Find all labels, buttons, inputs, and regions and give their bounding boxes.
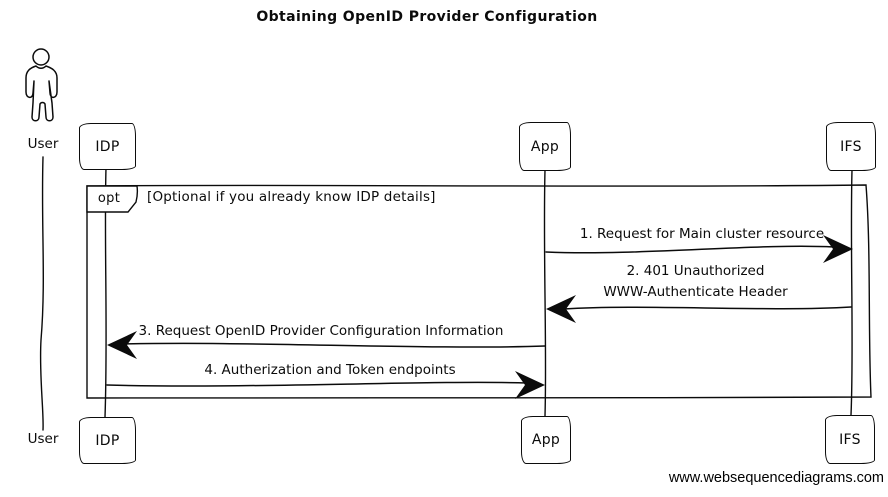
message-3-arrow-line: [123, 342, 546, 348]
participant-app-bottom: App: [521, 416, 571, 464]
message-2-arrowhead: [546, 295, 576, 323]
message-4-arrow-line: [106, 381, 528, 387]
user-actor-body: [25, 65, 58, 122]
page-title: Obtaining OpenID Provider Configuration: [256, 9, 598, 25]
message-2-label: 2. 401 Unauthorized WWW-Authenticate Hea…: [548, 261, 843, 303]
message-3-arrowhead: [107, 331, 137, 359]
lifeline-app: [543, 169, 547, 417]
participant-ifs-top: IFS: [826, 122, 876, 171]
message-2-label-line1: 2. 401 Unauthorized: [626, 263, 765, 279]
message-4-arrowhead: [515, 371, 545, 399]
opt-fragment-tab: [86, 185, 139, 213]
lifeline-user: [39, 156, 45, 431]
participant-ifs-bottom: IFS: [825, 415, 875, 464]
message-1-arrowhead: [823, 235, 853, 263]
lifeline-ifs: [850, 169, 853, 416]
message-3-label: 3. Request OpenID Provider Configuration…: [138, 323, 504, 339]
participant-idp-bottom: IDP: [79, 417, 136, 464]
participant-app-top: App: [519, 122, 571, 171]
participant-ifs-label: IFS: [840, 138, 862, 155]
message-2-label-line2: WWW-Authenticate Header: [603, 284, 788, 300]
participant-idp-label: IDP: [95, 138, 120, 155]
message-4-label: 4. Autherization and Token endpoints: [204, 362, 456, 378]
participant-idp-label: IDP: [95, 432, 120, 449]
participant-ifs-label: IFS: [839, 431, 861, 448]
actor-user-label-bottom: User: [27, 431, 59, 447]
message-1-label: 1. Request for Main cluster resource: [579, 226, 825, 242]
participant-app-label: App: [531, 432, 561, 448]
user-actor-head: [32, 48, 50, 66]
message-1-arrow-line: [545, 245, 835, 254]
watermark: www.websequencediagrams.com: [668, 470, 884, 486]
user-actor-icon: [25, 48, 58, 122]
message-2-arrow-line: [563, 306, 852, 310]
opt-fragment-border: [86, 184, 872, 399]
actor-user-label-top: User: [27, 136, 59, 152]
opt-guard-label: [Optional if you already know IDP detail…: [147, 189, 436, 205]
participant-idp-top: IDP: [79, 123, 136, 170]
participant-app-label: App: [530, 138, 560, 155]
opt-operator-label: opt: [97, 191, 121, 206]
